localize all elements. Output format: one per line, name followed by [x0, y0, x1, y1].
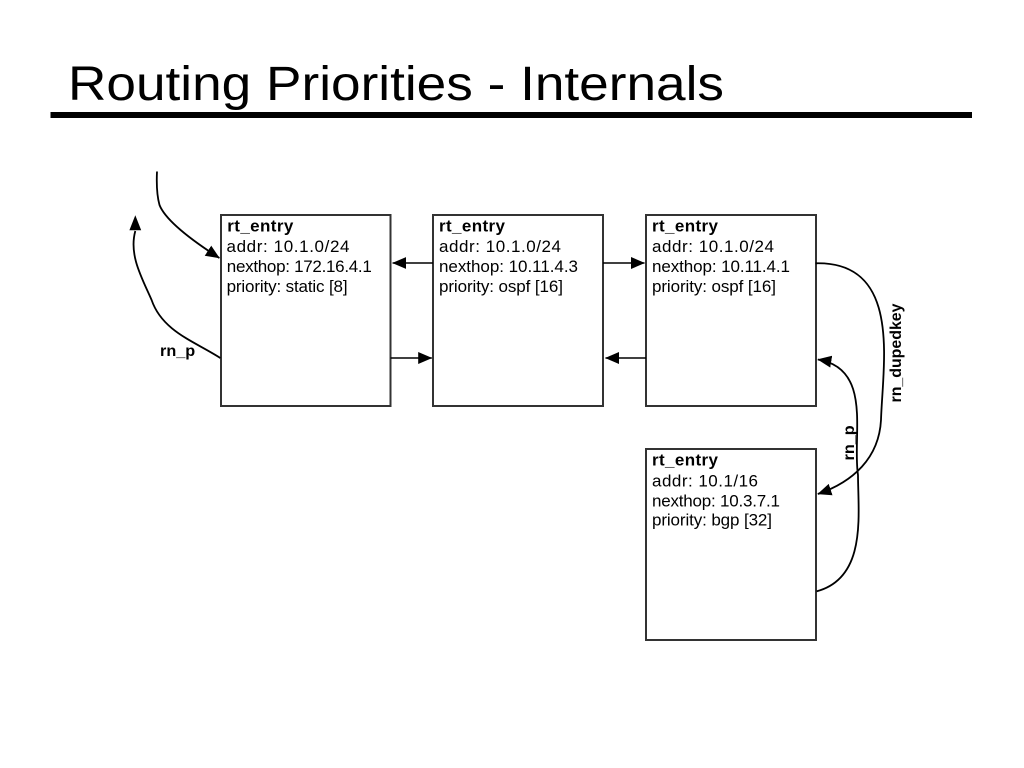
svg-text:addr: 10.1.0/24: addr: 10.1.0/24: [227, 237, 350, 256]
svg-text:priority: bgp [32]: priority: bgp [32]: [652, 511, 772, 530]
svg-text:nexthop: 10.11.4.3: nexthop: 10.11.4.3: [439, 257, 578, 276]
svg-text:rn_p: rn_p: [841, 425, 858, 460]
svg-text:priority: ospf [16]: priority: ospf [16]: [652, 277, 776, 296]
svg-text:Routing Priorities - Internals: Routing Priorities - Internals: [68, 58, 724, 111]
svg-text:priority: ospf [16]: priority: ospf [16]: [439, 277, 563, 296]
svg-text:addr: 10.1.0/24: addr: 10.1.0/24: [652, 237, 774, 256]
svg-text:nexthop: 10.3.7.1: nexthop: 10.3.7.1: [652, 491, 780, 510]
svg-text:rn_dupedkey: rn_dupedkey: [888, 303, 905, 402]
svg-text:nexthop: 172.16.4.1: nexthop: 172.16.4.1: [227, 257, 372, 276]
svg-text:rt_entry: rt_entry: [227, 217, 294, 236]
svg-text:addr: 10.1/16: addr: 10.1/16: [652, 471, 758, 490]
svg-text:addr: 10.1.0/24: addr: 10.1.0/24: [439, 237, 561, 256]
svg-text:rt_entry: rt_entry: [439, 217, 506, 236]
svg-text:rn_p: rn_p: [160, 343, 195, 360]
svg-text:nexthop: 10.11.4.1: nexthop: 10.11.4.1: [652, 257, 790, 276]
svg-text:priority: static [8]: priority: static [8]: [227, 277, 348, 296]
svg-text:rt_entry: rt_entry: [652, 217, 719, 236]
svg-text:rt_entry: rt_entry: [652, 451, 719, 470]
